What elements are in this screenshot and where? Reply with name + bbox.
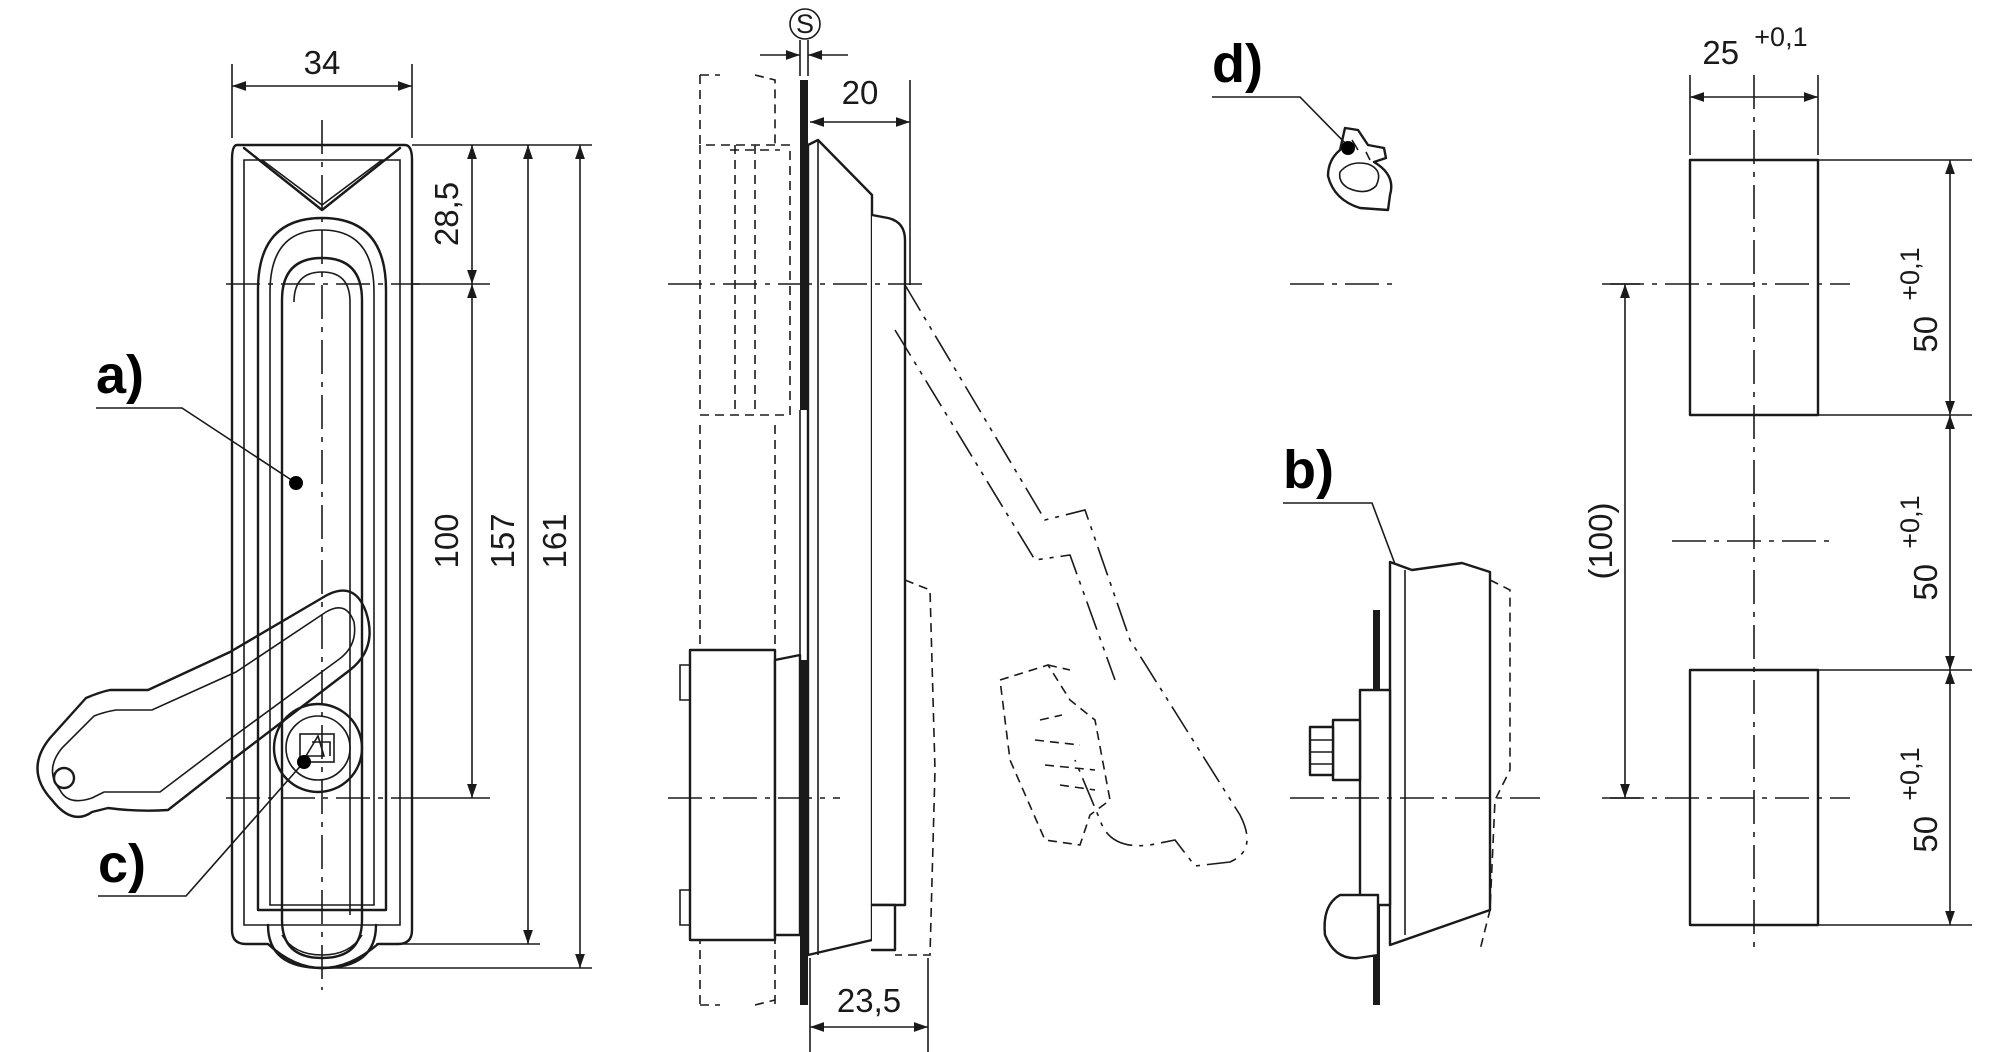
dim-157: 157 (484, 513, 521, 568)
cutout-pitch: (100) (1582, 502, 1619, 579)
cutout-height-2-tolerance: +0,1 (1895, 495, 1925, 548)
callout-c: c) (98, 834, 146, 894)
front-dimensions: 34 28,5 100 157 161 (231, 44, 592, 969)
cutout-height-3-tolerance: +0,1 (1895, 747, 1925, 800)
front-view (36, 120, 420, 990)
cutout-width: 25 +0,1 (1702, 22, 1807, 71)
cutout-height-2: 50 +0,1 (1895, 495, 1944, 600)
cutout-height-3-value: 50 (1907, 816, 1944, 853)
callout-b: b) (1283, 440, 1334, 500)
cutout-height-1-value: 50 (1907, 316, 1944, 353)
cutout-height-1-tolerance: +0,1 (1895, 247, 1925, 300)
side-view (668, 74, 1248, 1006)
dim-100: 100 (428, 513, 465, 568)
dim-20: 20 (842, 74, 879, 111)
cutout-height-2-value: 50 (1907, 564, 1944, 601)
cutout-width-value: 25 (1702, 34, 1739, 71)
callout-d: d) (1212, 34, 1263, 94)
panel-cutout: 25 +0,1 50 +0,1 50 +0,1 50 +0,1 (100) (1582, 22, 1972, 955)
dim-28-5: 28,5 (428, 182, 465, 246)
side-dimensions: S 20 23,5 (760, 8, 929, 1052)
cutout-height-1: 50 +0,1 (1895, 247, 1944, 352)
cutout-height-3: 50 +0,1 (1895, 747, 1944, 852)
detail-d: d) (1212, 34, 1393, 212)
dim-23-5: 23,5 (837, 982, 901, 1019)
detail-b: b) (1283, 283, 1540, 1005)
callout-a: a) (96, 345, 144, 405)
dim-thickness-s: S (796, 9, 814, 39)
cutout-width-tolerance: +0,1 (1754, 22, 1807, 52)
callouts-front: a) c) (96, 345, 311, 897)
dim-width-34: 34 (304, 44, 341, 81)
dim-161: 161 (536, 513, 573, 568)
